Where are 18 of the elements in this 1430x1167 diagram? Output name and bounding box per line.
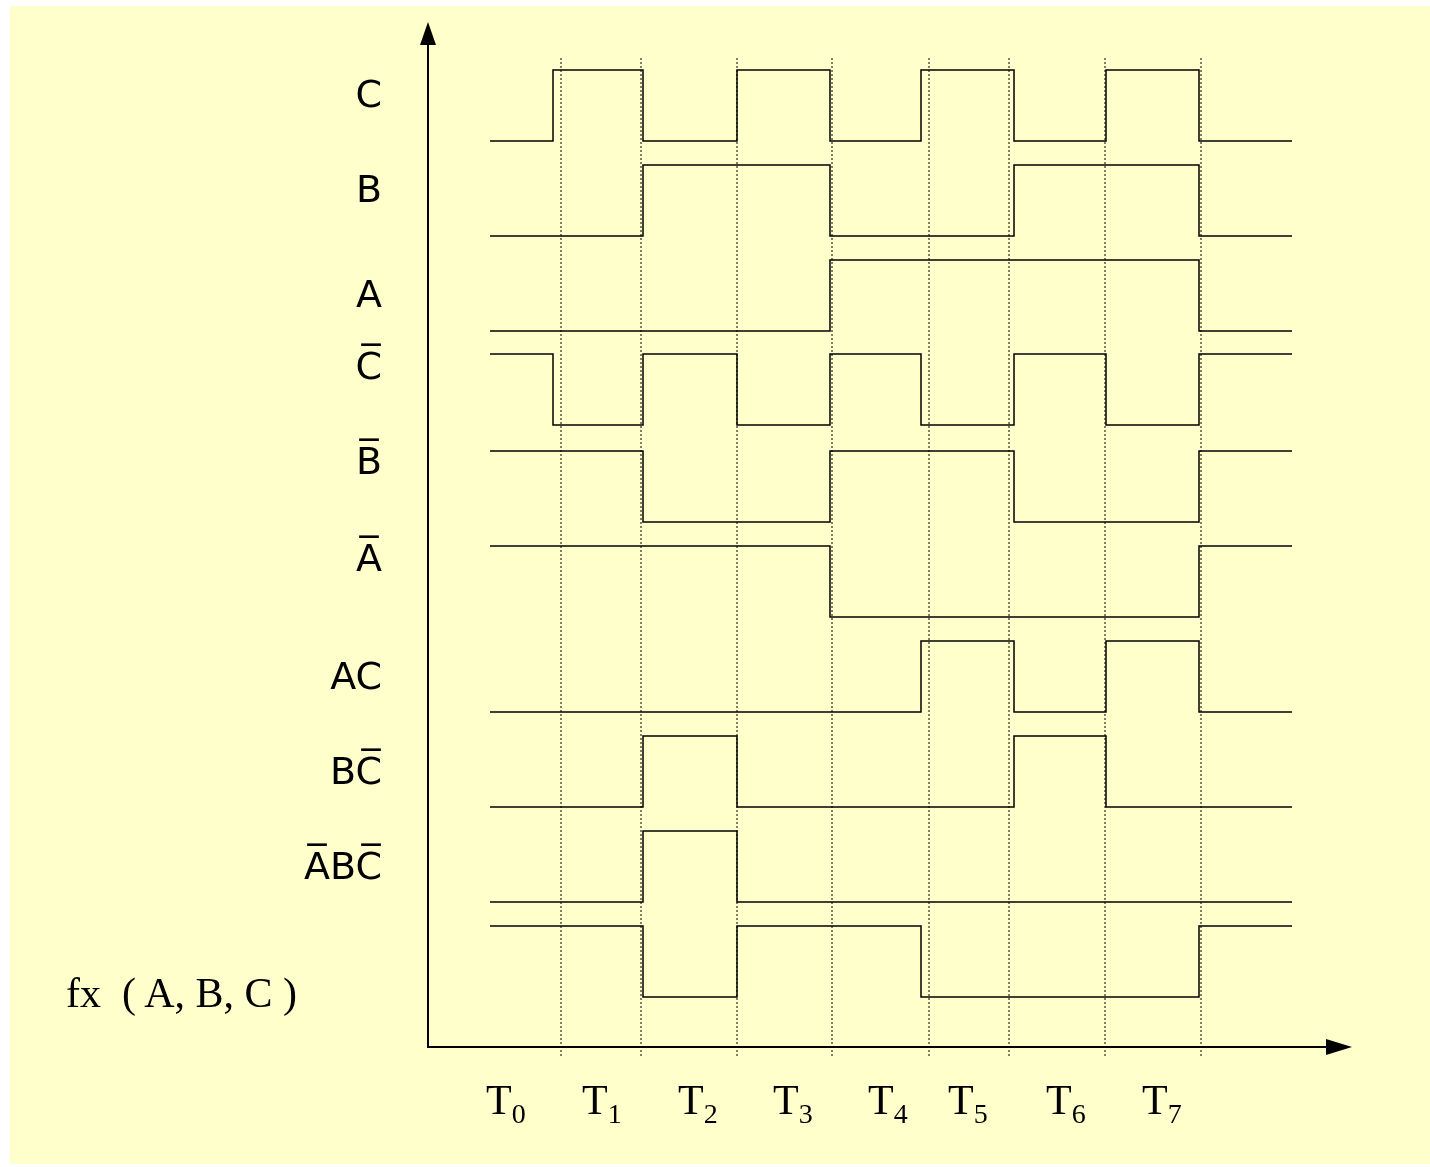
signal-label: A̅ bbox=[356, 536, 382, 582]
time-label: T$_{5}$ bbox=[948, 1076, 988, 1131]
signal-label: fx ( A, B, C ) bbox=[66, 969, 297, 1018]
signal-label: C bbox=[355, 72, 382, 118]
signal-label: A bbox=[356, 272, 382, 318]
time-label: T$_{3}$ bbox=[773, 1076, 813, 1131]
time-label: T$_{1}$ bbox=[582, 1076, 622, 1131]
signal-label: B̅ bbox=[355, 439, 382, 485]
signal-label: BC̅ bbox=[330, 749, 382, 795]
signal-label: A̅BC̅ bbox=[304, 844, 382, 890]
time-label: T$_{0}$ bbox=[486, 1076, 526, 1131]
time-label: T$_{2}$ bbox=[678, 1076, 718, 1131]
signal-label: B bbox=[355, 167, 382, 213]
time-label: T$_{6}$ bbox=[1046, 1076, 1086, 1131]
time-label: T$_{4}$ bbox=[868, 1076, 908, 1131]
signal-label: AC bbox=[330, 654, 382, 700]
time-label: T$_{7}$ bbox=[1142, 1076, 1182, 1131]
signal-label: C̅ bbox=[355, 344, 382, 390]
